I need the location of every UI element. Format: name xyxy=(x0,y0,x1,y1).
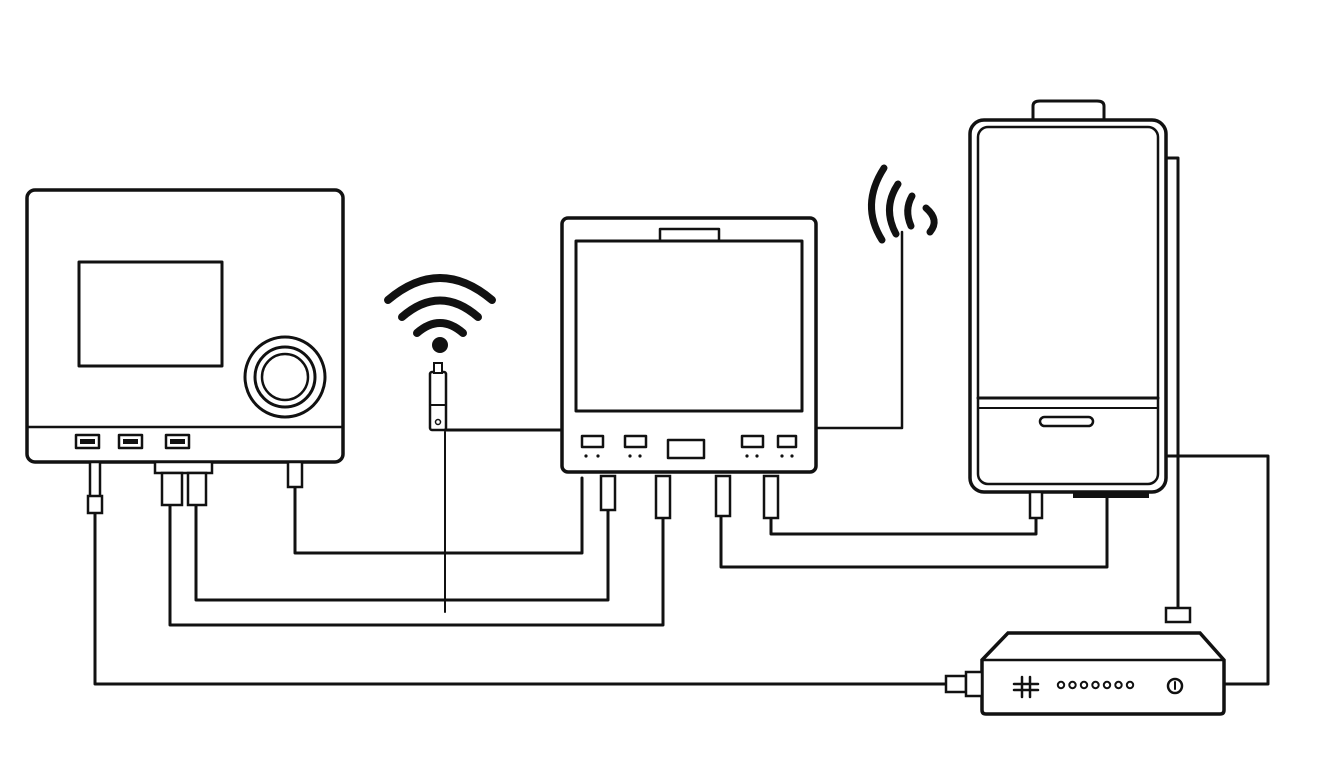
cable-plug-icon xyxy=(1164,606,1192,624)
router-led-indicator xyxy=(1102,680,1112,690)
port-slot xyxy=(123,439,138,444)
cable-control-to-monitor-b xyxy=(168,503,665,627)
cable-control-to-router xyxy=(93,510,950,686)
cable-plug-icon xyxy=(599,474,617,512)
cable-monitor-to-tower-a xyxy=(719,495,1109,569)
cables xyxy=(93,156,1270,686)
cable-monitor-to-antenna xyxy=(816,230,904,430)
router-power-icon xyxy=(1166,677,1184,695)
cable-plug-icon xyxy=(160,471,184,507)
wifi-signal-icon xyxy=(384,274,496,337)
cable-plug-icon xyxy=(944,674,968,694)
control-unit-knob-icon xyxy=(243,335,327,419)
cable-plug-icon xyxy=(86,494,104,515)
monitor-plugs xyxy=(599,474,780,520)
control-unit-screen xyxy=(77,260,224,368)
tower-top-handle xyxy=(1031,99,1106,122)
monitor-icon xyxy=(560,216,818,520)
control-unit-body xyxy=(25,188,345,464)
router-led-indicator xyxy=(1068,680,1077,690)
cable-plug-icon xyxy=(186,471,208,507)
port-icon xyxy=(666,438,706,460)
router-led-indicator xyxy=(1079,680,1089,690)
radio-signal-icon xyxy=(868,164,938,244)
cable-plug-icon xyxy=(1028,490,1044,520)
router-icon xyxy=(944,606,1226,716)
cable-monitor-to-tower-b xyxy=(769,516,1038,536)
cable-plug-icon xyxy=(654,474,672,520)
wifi-dot xyxy=(432,337,448,353)
tower-slot xyxy=(1038,415,1095,428)
router-port-symbol-icon xyxy=(1012,675,1040,699)
monitor-screen xyxy=(574,239,804,413)
port-slot xyxy=(170,439,185,444)
port-slot xyxy=(80,439,95,444)
wifi-dongle-icon xyxy=(384,274,496,432)
cable-plug-icon xyxy=(964,670,984,698)
control-unit-icon xyxy=(25,188,345,515)
monitor-body xyxy=(560,216,818,474)
router-led-indicator xyxy=(1091,680,1100,690)
control-unit-ports xyxy=(74,433,191,450)
port-icon xyxy=(740,434,765,449)
tower-base xyxy=(1073,492,1149,498)
cable-plug-icon xyxy=(762,474,780,520)
router-leds xyxy=(1056,680,1135,690)
port-icon xyxy=(164,433,191,450)
tower-body xyxy=(968,118,1168,494)
port-icon xyxy=(74,433,101,450)
router-led-indicator xyxy=(1125,680,1135,690)
cable-control-to-monitor-a xyxy=(194,503,610,602)
port-icon xyxy=(623,434,648,449)
cable-control-to-monitor-c xyxy=(293,476,584,555)
cable-plug-icon xyxy=(153,460,214,475)
port-icon xyxy=(580,434,605,449)
dongle-body xyxy=(428,370,448,432)
router-led-indicator xyxy=(1056,680,1066,690)
dongle-tip xyxy=(433,362,443,374)
cable-plug-icon xyxy=(88,460,102,500)
cable-tower-to-router-top xyxy=(1164,156,1180,612)
cable-tower-to-router-side xyxy=(1166,454,1270,686)
cable-plug-icon xyxy=(286,460,304,489)
cable-plug-icon xyxy=(714,474,732,518)
control-unit-plugs xyxy=(86,460,304,515)
router-body xyxy=(980,631,1226,716)
port-icon xyxy=(117,433,144,450)
port-icon xyxy=(776,434,798,449)
router-led-indicator xyxy=(1114,680,1123,690)
tower-inner-frame xyxy=(976,125,1160,486)
tower-unit-icon xyxy=(968,99,1168,520)
monitor-ports xyxy=(580,434,798,460)
